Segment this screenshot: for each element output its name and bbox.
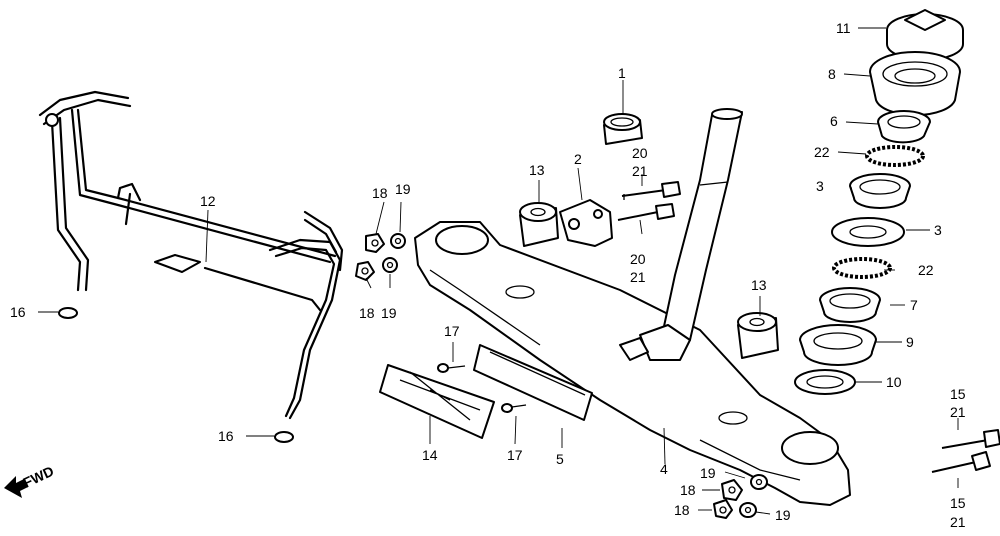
bolt-part-15a: [941, 429, 1000, 449]
bearing-cover-part-8: [869, 51, 961, 117]
washer-part-16b: [274, 431, 294, 443]
callout-17a: 17: [444, 323, 460, 339]
callout-5: 5: [556, 451, 564, 467]
callout-labels: 1 2 13 20 21 20 21 11 8 6 22 3 3 22 7 9 …: [10, 20, 966, 530]
callout-10: 10: [886, 374, 902, 390]
pad-part-14: [379, 364, 495, 439]
bearing-race-part-6: [877, 110, 931, 144]
callout-15a: 15: [950, 386, 966, 402]
bushing-part-13a: [519, 202, 559, 247]
callout-9: 9: [906, 334, 914, 350]
callout-15b: 15: [950, 495, 966, 511]
callout-19c: 19: [700, 465, 716, 481]
callout-12: 12: [200, 193, 216, 209]
bolt-part-20b: [617, 203, 675, 221]
dust-seal-part-9: [799, 324, 877, 366]
harness-bracket-part-12: [38, 90, 344, 420]
strip-part-5: [473, 344, 593, 421]
callout-18c: 18: [680, 482, 696, 498]
fwd-label: FWD: [21, 463, 57, 491]
callout-13b: 13: [751, 277, 767, 293]
callout-7: 7: [910, 297, 918, 313]
callout-18d: 18: [674, 502, 690, 518]
callout-2: 2: [574, 151, 582, 167]
callout-20b: 20: [630, 251, 646, 267]
callout-3b: 3: [934, 222, 942, 238]
callout-11: 11: [836, 20, 851, 36]
bushing-part-13b: [737, 312, 779, 359]
nut-part-18c: [721, 479, 743, 501]
bearing-race-part-3a: [849, 173, 911, 209]
callout-21d: 21: [630, 269, 646, 285]
callout-19d: 19: [775, 507, 791, 523]
washer-part-19a: [390, 233, 406, 249]
callout-21a: 21: [950, 404, 966, 420]
steering-stem-under-bracket-part-4: [414, 108, 851, 506]
washer-part-19b: [382, 257, 398, 273]
callout-4: 4: [660, 461, 668, 477]
callout-18b: 18: [359, 305, 375, 321]
callout-14: 14: [422, 447, 438, 463]
nut-part-18b: [355, 261, 375, 281]
bolt-part-15b: [931, 451, 991, 473]
callout-16b: 16: [218, 428, 234, 444]
callout-18a: 18: [372, 185, 388, 201]
callout-3a: 3: [816, 178, 824, 194]
screw-part-17a: [437, 363, 466, 373]
callout-16a: 16: [10, 304, 26, 320]
callout-22b: 22: [918, 262, 934, 278]
callout-17b: 17: [507, 447, 523, 463]
washer-part-16a: [58, 307, 78, 319]
bolt-part-20a: [621, 181, 681, 200]
callout-19b: 19: [381, 305, 397, 321]
bearing-race-part-3b: [831, 217, 905, 247]
washer-part-19d: [739, 502, 757, 518]
screw-part-17b: [501, 403, 527, 413]
forward-direction-indicator: FWD: [4, 463, 56, 498]
seal-part-1: [603, 113, 643, 145]
callout-22a: 22: [814, 144, 830, 160]
callout-1: 1: [618, 65, 626, 81]
nut-part-18d: [713, 499, 733, 519]
ball-bearings-part-22b: [832, 257, 892, 279]
clamp-part-2: [559, 199, 613, 247]
callout-19a: 19: [395, 181, 411, 197]
forward-arrow-icon: [4, 476, 28, 498]
callout-21b: 21: [950, 514, 966, 530]
bearing-race-part-7: [819, 287, 881, 323]
leader-lines: [38, 27, 959, 515]
callout-21c: 21: [632, 163, 648, 179]
callout-6: 6: [830, 113, 838, 129]
nut-part-18a: [365, 233, 385, 253]
callout-8: 8: [828, 66, 836, 82]
washer-part-19c: [750, 474, 768, 490]
ball-bearings-part-22a: [865, 145, 925, 167]
callout-13a: 13: [529, 162, 545, 178]
washer-part-10: [794, 369, 856, 395]
callout-20a: 20: [632, 145, 648, 161]
